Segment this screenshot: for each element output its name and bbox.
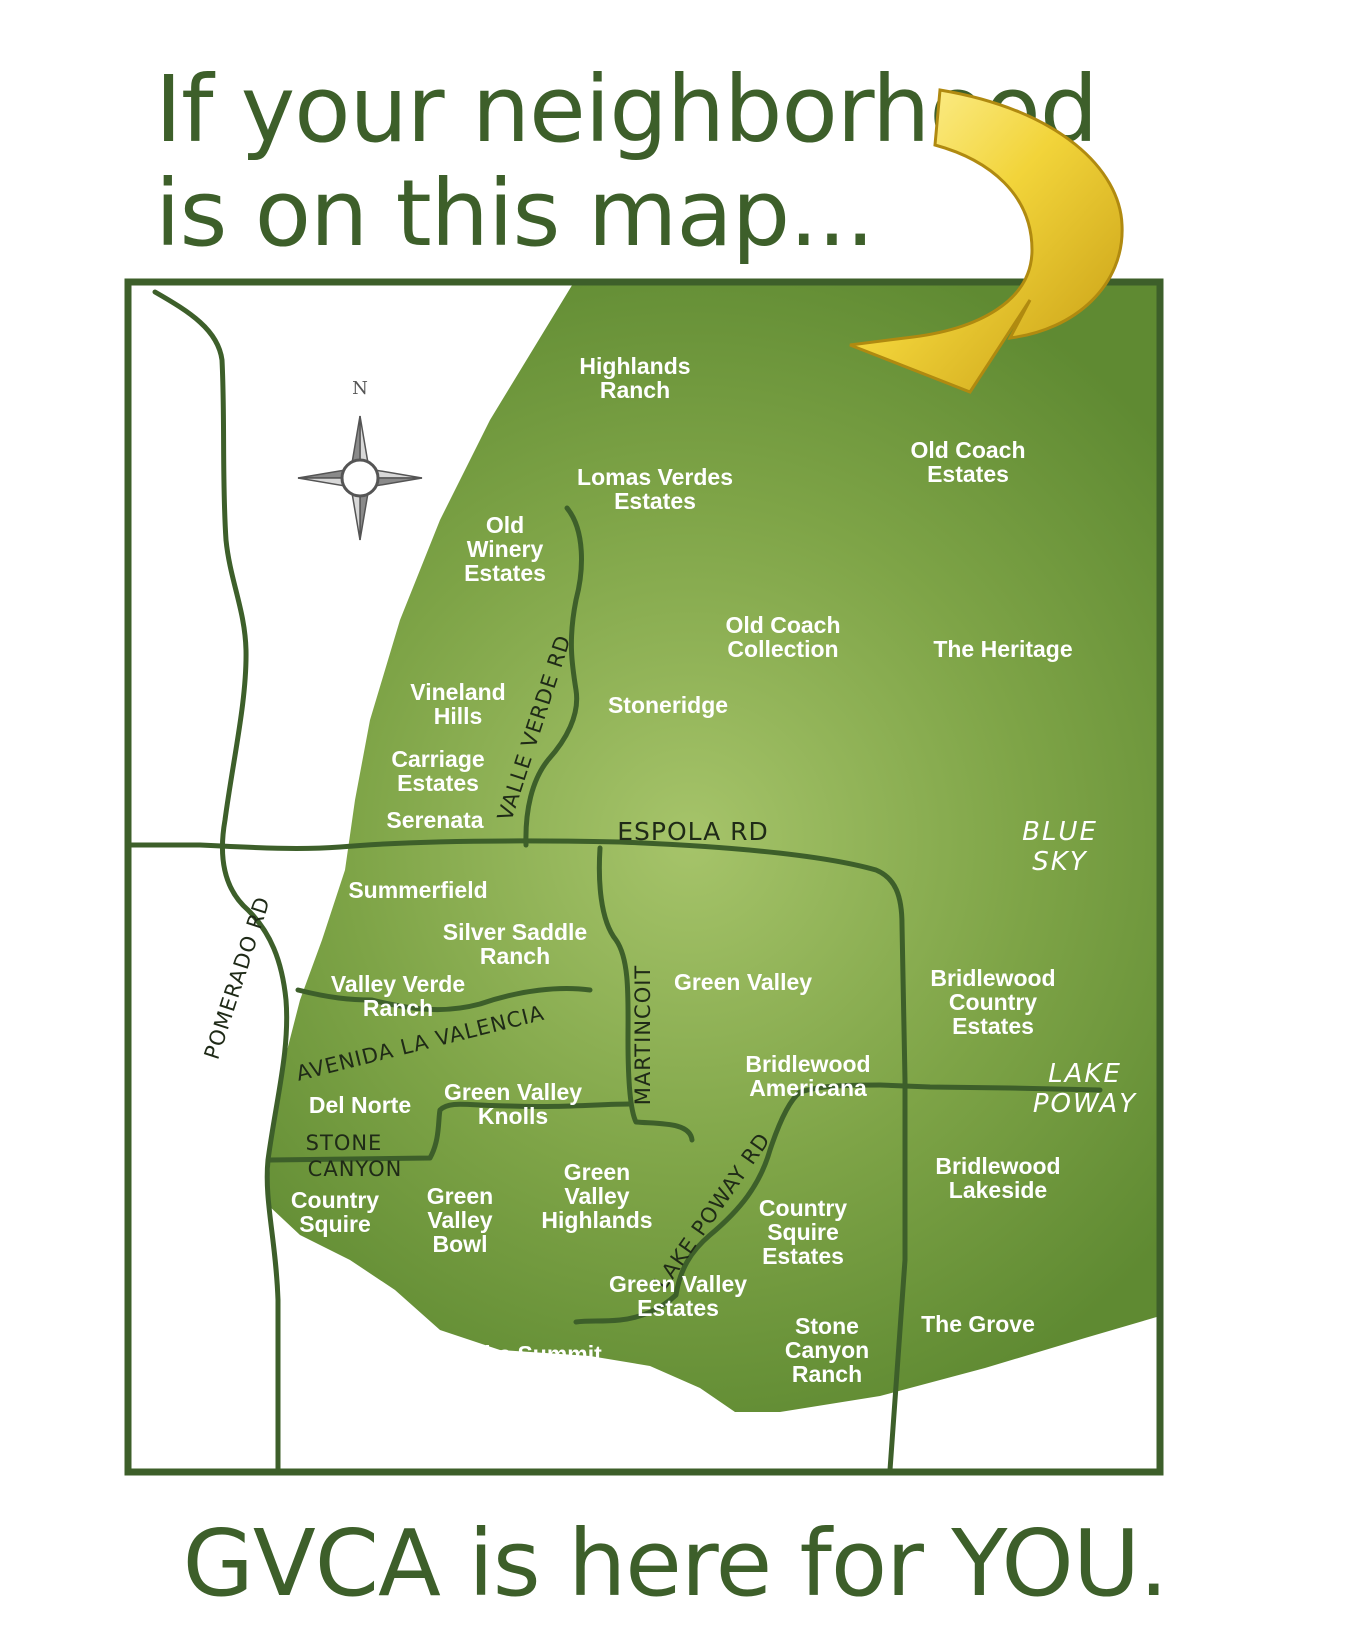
neighborhood-stone-canyon-ranch-3: Ranch	[792, 1361, 862, 1387]
pomerado-road-label: POMERADO RD	[200, 893, 275, 1062]
neighborhood-old-coach-estates-1: Old Coach	[910, 437, 1025, 463]
neighborhood-cs-estates-2: Squire	[767, 1219, 839, 1245]
avenida-road-line	[295, 986, 593, 1013]
road-lines	[125, 289, 1103, 1473]
neighborhood-summerfield: Summerfield	[348, 877, 487, 903]
stone-canyon-road-label-2: CANYON	[308, 1157, 403, 1181]
neighborhood-valley-verde-ranch-2: Ranch	[363, 995, 433, 1021]
neighborhood-gv-highlands-3: Highlands	[541, 1207, 652, 1233]
neighborhood-bridlewood-country-2: Country	[949, 989, 1037, 1015]
neighborhood-gv-highlands-2: Valley	[564, 1183, 629, 1209]
neighborhood-green-valley: Green Valley	[674, 969, 812, 995]
lake-poway-area-label-2: POWAY	[1033, 1089, 1137, 1119]
neighborhood-highlands-ranch-2: Ranch	[600, 377, 670, 403]
neighborhood-old-coach-estates-2: Estates	[927, 461, 1009, 487]
neighborhood-silver-saddle-2: Ranch	[480, 943, 550, 969]
neighborhood-cs-estates-1: Country	[759, 1195, 847, 1221]
neighborhood-old-winery-3: Estates	[464, 560, 546, 586]
neighborhood-gv-knolls-2: Knolls	[478, 1103, 548, 1129]
pomerado-road-line	[152, 289, 290, 1473]
lake-poway-road-line	[573, 1082, 883, 1325]
neighborhood-bridlewood-country-1: Bridlewood	[930, 965, 1055, 991]
neighborhood-vineland-hills-1: Vineland	[410, 679, 505, 705]
compass-north-label: N	[352, 378, 368, 399]
neighborhood-highlands-ranch-1: Highlands	[579, 353, 690, 379]
neighborhood-bridlewood-lakeside-2: Lakeside	[949, 1177, 1047, 1203]
espola-road-label: ESPOLA RD	[617, 817, 769, 846]
neighborhood-old-winery-1: Old	[486, 512, 524, 538]
neighborhood-gv-bowl-1: Green	[427, 1183, 493, 1209]
blue-sky-label-1: BLUE	[1022, 817, 1098, 847]
martincoit-road-line	[596, 845, 695, 1143]
neighborhood-gv-knolls-1: Green Valley	[444, 1079, 582, 1105]
neighborhood-old-coach-collection-1: Old Coach	[725, 612, 840, 638]
map-frame	[124, 278, 1164, 1476]
neighborhood-carriage-estates-1: Carriage	[391, 746, 484, 772]
neighborhood-gv-estates-1: Green Valley	[609, 1271, 747, 1297]
neighborhood-old-coach-collection-2: Collection	[727, 636, 838, 662]
neighborhood-stone-canyon-ranch-1: Stone	[795, 1313, 859, 1339]
lake-poway-east-road-line	[877, 1082, 1103, 1093]
neighborhood-stone-canyon-ranch-2: Canyon	[785, 1337, 869, 1363]
neighborhood-gv-bowl-2: Valley	[427, 1207, 492, 1233]
neighborhood-bridlewood-country-3: Estates	[952, 1013, 1034, 1039]
neighborhood-lomas-verdes-2: Estates	[614, 488, 696, 514]
neighborhood-del-norte: Del Norte	[309, 1092, 411, 1118]
neighborhood-the-grove: The Grove	[921, 1311, 1035, 1337]
neighborhood-the-summit: The Summit	[470, 1341, 602, 1367]
neighborhood-gv-estates-2: Estates	[637, 1295, 719, 1321]
neighborhood-stoneridge: Stoneridge	[608, 692, 728, 718]
blue-sky-label-2: SKY	[1032, 847, 1088, 877]
neighborhood-bridlewood-americana-2: Americana	[749, 1075, 867, 1101]
neighborhood-carriage-estates-2: Estates	[397, 770, 479, 796]
compass-rose-icon: N	[297, 378, 423, 541]
neighborhood-valley-verde-ranch-1: Valley Verde	[331, 971, 465, 997]
neighborhood-cs-estates-3: Estates	[762, 1243, 844, 1269]
footer-tagline: GVCA is here for YOU.	[182, 1510, 1169, 1617]
neighborhood-the-heritage: The Heritage	[933, 636, 1072, 662]
valle-verde-road-line	[523, 505, 584, 848]
stone-canyon-road-line	[267, 1101, 633, 1163]
neighborhood-vineland-hills-2: Hills	[434, 703, 483, 729]
neighborhood-country-squire-1: Country	[291, 1187, 379, 1213]
headline-line-2: is on this map...	[155, 160, 875, 267]
espola-road-line	[125, 838, 908, 1473]
stone-canyon-road-label-1: STONE	[306, 1131, 383, 1155]
neighborhood-lomas-verdes-1: Lomas Verdes	[577, 464, 733, 490]
neighborhood-bridlewood-lakeside-1: Bridlewood	[935, 1153, 1060, 1179]
neighborhood-silver-saddle-1: Silver Saddle	[443, 919, 587, 945]
lake-poway-area-label-1: LAKE	[1048, 1059, 1122, 1089]
neighborhood-bridlewood-americana-1: Bridlewood	[745, 1051, 870, 1077]
neighborhood-labels: Highlands Ranch Lomas Verdes Estates Old…	[291, 353, 1073, 1387]
neighborhood-country-squire-2: Squire	[299, 1211, 371, 1237]
neighborhood-gv-highlands-1: Green	[564, 1159, 630, 1185]
neighborhood-gv-bowl-3: Bowl	[433, 1231, 488, 1257]
neighborhood-old-winery-2: Winery	[467, 536, 544, 562]
curved-arrow-icon	[849, 88, 1124, 394]
neighborhood-serenata: Serenata	[386, 807, 483, 833]
martincoit-road-label: MARTINCOIT	[631, 965, 655, 1106]
